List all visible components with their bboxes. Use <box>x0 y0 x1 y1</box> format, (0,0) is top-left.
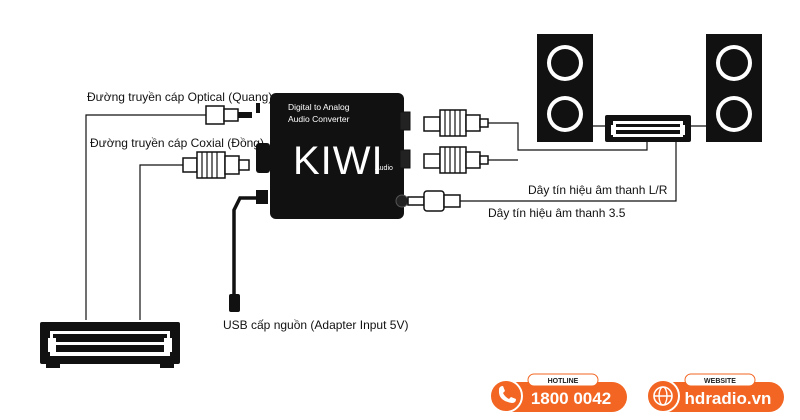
phone-icon <box>489 379 523 413</box>
optical-wire <box>85 114 206 320</box>
usb-cable <box>232 196 256 296</box>
kiwi-converter: Digital to Analog Audio Converter KIWI A… <box>256 93 411 219</box>
jack-wire <box>460 142 677 202</box>
jack-plug-35 <box>407 190 461 212</box>
amplifier <box>605 115 691 142</box>
usb-plug <box>229 294 240 312</box>
label-optical: Đường truyền cáp Optical (Quang) <box>87 90 272 104</box>
source-player <box>40 322 180 368</box>
rca-plug-bottom <box>423 146 489 174</box>
hotline-label: HOTLINE <box>548 378 579 385</box>
website-value: hdradio.vn <box>685 389 772 408</box>
website-label: WEBSITE <box>704 378 736 385</box>
rca-wire-left <box>488 122 648 151</box>
rca-plug-top <box>423 109 489 137</box>
coaxial-plug <box>182 151 250 179</box>
label-usb-power: USB cấp nguồn (Adapter Input 5V) <box>223 318 408 332</box>
label-rca-lr: Dây tín hiệu âm thanh L/R <box>528 183 668 197</box>
label-coaxial: Đường truyền cáp Coxial (Đồng) <box>90 136 264 150</box>
coaxial-wire <box>139 164 183 320</box>
globe-icon <box>646 379 680 413</box>
wires <box>85 114 737 320</box>
hotline-badge: HOTLINE 1800 0042 <box>489 373 627 413</box>
speaker-right <box>706 34 762 142</box>
speaker-left <box>537 34 593 142</box>
optical-plug <box>205 105 252 125</box>
converter-brand: KIWI <box>293 139 384 183</box>
converter-line2: Audio Converter <box>288 114 350 124</box>
converter-brand-sub: Audio <box>375 165 393 172</box>
hotline-value: 1800 0042 <box>531 389 611 408</box>
converter-line1: Digital to Analog <box>288 102 350 112</box>
label-jack-35: Dây tín hiệu âm thanh 3.5 <box>488 206 626 220</box>
website-badge: WEBSITE hdradio.vn <box>646 373 784 413</box>
